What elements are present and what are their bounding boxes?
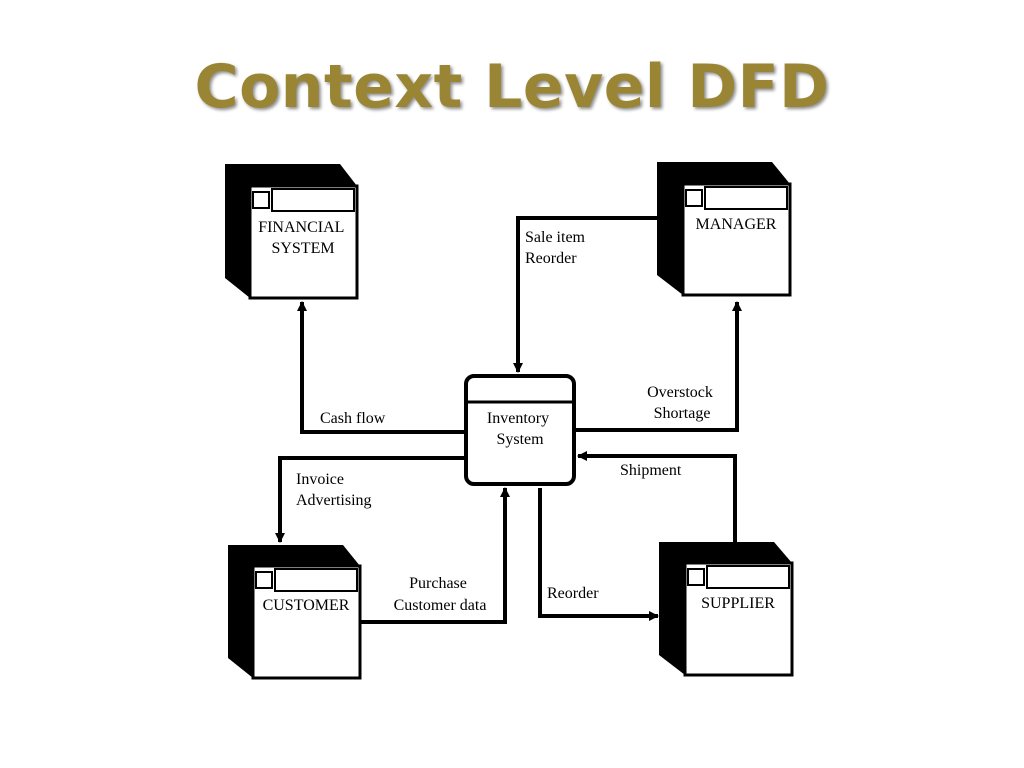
entity-customer: CUSTOMER: [228, 545, 362, 680]
flow-label-purchase-customer: Purchase Customer data: [394, 575, 487, 614]
svg-text:MANAGER: MANAGER: [696, 216, 777, 233]
flow-label-purchase: Purchase: [409, 575, 467, 592]
flow-label-overstock-shortage: Overstock Shortage: [647, 384, 717, 422]
flow-label-shipment-group: Shipment: [620, 462, 682, 479]
entity-manager: MANAGER: [657, 162, 792, 297]
flow-label-cash-flow: Cash flow: [320, 410, 386, 427]
flow-label-sale-item: Sale item: [525, 229, 586, 246]
flow-label-invoice: Invoice: [296, 471, 344, 488]
flow-line-reorder-supplier: [538, 488, 659, 621]
flow-label-reorder-from-manager: Reorder: [525, 250, 577, 267]
flow-lines: [275, 216, 742, 624]
svg-text:CUSTOMER: CUSTOMER: [263, 597, 350, 614]
entity-label-manager: MANAGER: [696, 216, 777, 233]
svg-text:Inventory System: Inventory System: [487, 410, 553, 448]
flow-label-reorder-to-supplier: Reorder: [547, 585, 599, 602]
flow-label-overstock: Overstock: [647, 384, 713, 401]
flow-label-shipment: Shipment: [620, 462, 682, 479]
flow-line-purchase-customer: [360, 487, 510, 624]
entity-financial-system: FINANCIAL SYSTEM: [225, 164, 359, 300]
entity-label-supplier: SUPPLIER: [701, 595, 775, 612]
entity-label-financial-line1: FINANCIAL: [258, 219, 344, 236]
flow-label-advertising: Advertising: [296, 492, 372, 509]
flow-label-shortage: Shortage: [654, 405, 711, 422]
flow-line-overstock-shortage: [572, 301, 742, 432]
flow-label-reorder-supplier-group: Reorder: [547, 585, 599, 602]
flow-label-customer-data: Customer data: [394, 597, 487, 614]
flow-line-invoice-advertising: [275, 456, 465, 543]
flow-line-shipment: [577, 451, 737, 542]
process-label-line2: System: [496, 431, 544, 448]
entity-label-financial-line2: SYSTEM: [271, 240, 334, 257]
flow-label-cash: Cash flow: [320, 410, 386, 427]
flow-line-cash-flow: [297, 301, 465, 434]
entity-label-customer: CUSTOMER: [263, 597, 350, 614]
page-title: Context Level DFD: [194, 52, 830, 122]
svg-text:SUPPLIER: SUPPLIER: [701, 595, 775, 612]
flow-line-sale-reorder: [513, 216, 657, 373]
flow-label-sale-reorder: Sale item Reorder: [525, 229, 589, 267]
flow-label-invoice-advertising: Invoice Advertising: [296, 471, 372, 509]
process-label-line1: Inventory: [487, 410, 549, 427]
svg-text:FINANCIAL SYSTEM: FINANCIAL SYSTEM: [258, 219, 348, 257]
process-inventory-system: Inventory System: [464, 374, 576, 486]
entity-supplier: SUPPLIER: [659, 542, 794, 677]
